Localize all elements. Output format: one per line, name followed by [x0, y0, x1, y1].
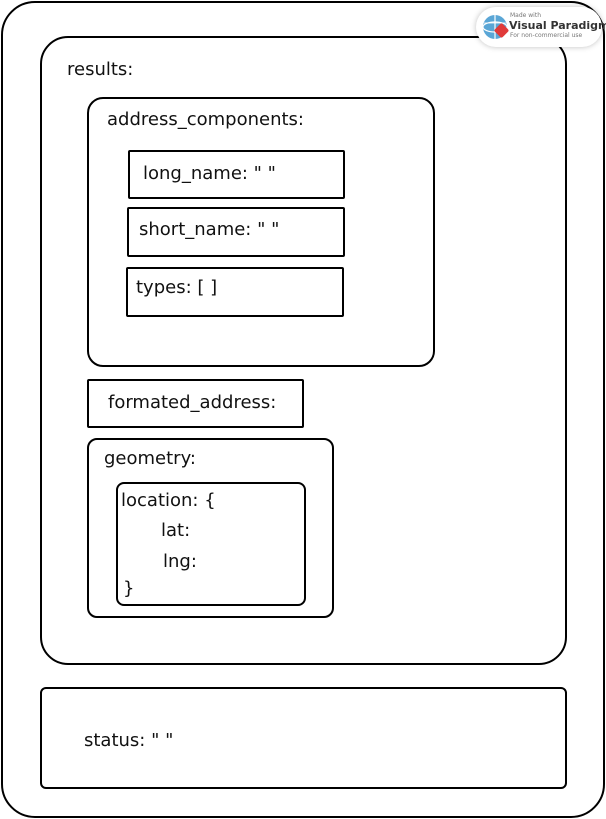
address-components-label: address_components: — [107, 109, 304, 130]
lng-label: lng: — [163, 551, 197, 572]
watermark-made-with: Made with — [510, 12, 541, 19]
watermark-brand-name: Visual Paradigm — [509, 19, 606, 32]
location-close-label: } — [123, 578, 135, 599]
status-label: status: " " — [84, 730, 174, 751]
status-box: status: " " — [40, 687, 567, 789]
visual-paradigm-watermark: Made with Visual Paradigm For non-commer… — [476, 7, 606, 47]
location-box: location: { lat: lng: } — [116, 482, 306, 606]
formatted-address-label: formated_address: — [108, 392, 277, 413]
watermark-note: For non-commercial use — [510, 32, 583, 39]
results-label: results: — [67, 59, 134, 80]
long-name-label: long_name: " " — [143, 163, 276, 184]
long-name-field: long_name: " " — [128, 150, 345, 199]
formatted-address-field: formated_address: — [87, 379, 304, 428]
short-name-field: short_name: " " — [127, 207, 345, 257]
lat-label: lat: — [161, 520, 191, 541]
short-name-label: short_name: " " — [139, 219, 280, 240]
visual-paradigm-logo-icon — [482, 15, 509, 39]
types-label: types: [ ] — [136, 277, 218, 298]
types-field: types: [ ] — [126, 267, 344, 317]
location-open-label: location: { — [121, 490, 216, 511]
geometry-label: geometry: — [104, 448, 196, 469]
